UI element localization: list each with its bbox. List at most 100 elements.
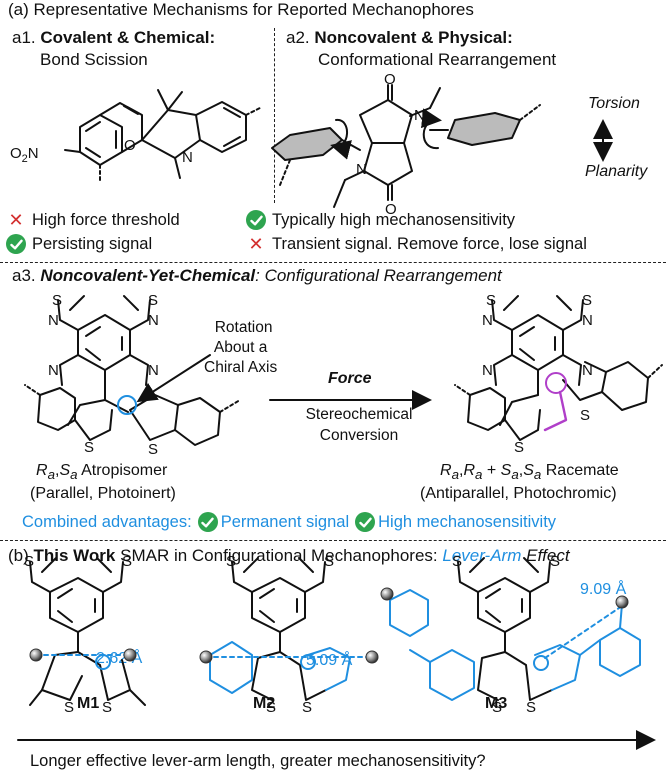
atom-s-m2-1: S (226, 553, 236, 570)
m2-left-ball (199, 650, 213, 664)
rac-s2-sub: a (533, 467, 542, 483)
atom-s-a3r-3: S (514, 439, 524, 456)
a2-point-2: ✕ Transient signal. Remove force, lose s… (246, 233, 586, 254)
a1-point-1: ✕ High force threshold (6, 209, 179, 230)
cross-icon: ✕ (248, 233, 264, 254)
rotation-line-1: Rotation (214, 319, 273, 336)
conversion-label: Stereochemical Conversion (296, 404, 422, 446)
atom-s-m2-3: S (266, 699, 276, 716)
dpp-structure (271, 84, 613, 208)
combined-label: Combined advantages: (22, 512, 192, 531)
a2-point-1-text: Typically high mechanosensitivity (272, 210, 516, 229)
isomer-tail: Atropisomer (77, 462, 168, 479)
check-icon (6, 234, 26, 254)
atom-n-a3r-1: N (482, 312, 493, 329)
panel-b-tail: Effect (521, 546, 570, 565)
m3-lever-arms (389, 589, 641, 701)
molecule-label-m1: M1 (77, 695, 100, 712)
rac-s1: S (500, 462, 512, 479)
a1-heading: a1. Covalent & Chemical: (12, 28, 215, 48)
a3-divider (0, 262, 666, 263)
force-label: Force (328, 370, 372, 387)
isomer-sep: , (54, 462, 60, 479)
a2-prefix: a2. (286, 28, 310, 47)
atom-n-a3r-2: N (582, 312, 593, 329)
cross-icon: ✕ (8, 209, 24, 230)
combined-advantages: Combined advantages: Permanent signal Hi… (22, 512, 556, 532)
atom-s-m3-2: S (550, 553, 560, 570)
rac-r1-sub: a (451, 467, 459, 483)
bottom-caption: Longer effective lever-arm length, great… (30, 752, 486, 770)
right-racemate-desc: (Antiparallel, Photochromic) (420, 485, 617, 502)
atom-s-a3r-2: S (582, 292, 592, 309)
atom-s-m3-4: S (526, 699, 536, 716)
m1-axis-highlight (95, 654, 111, 670)
atom-o-a1: O (124, 137, 136, 154)
racemate-methyl (543, 390, 568, 432)
rac-tail: Racemate (541, 462, 619, 479)
atom-s-m3-1: S (452, 553, 462, 570)
atom-n-a3l-2: N (148, 312, 159, 329)
a3-title: Noncovalent-Yet-Chemical (40, 266, 256, 285)
atom-n-a2-2: N (356, 161, 367, 178)
atom-s-a3l-2: S (148, 292, 158, 309)
m1-left-ball (29, 648, 43, 662)
m3-axis-highlight (533, 655, 549, 671)
atom-s-m3-3: S (492, 699, 502, 716)
a2-point-1: Typically high mechanosensitivity (246, 210, 515, 230)
rac-r1: R (440, 462, 452, 479)
panel-b-title: (b) This Work SMAR in Configurational Me… (8, 546, 570, 566)
a1-title: Covalent & Chemical: (40, 28, 216, 47)
atom-n-a1: N (182, 149, 193, 166)
rac-s2: S (523, 462, 534, 479)
panel-b-divider (0, 540, 666, 541)
atom-s-m1-2: S (122, 553, 132, 570)
atom-o-a2-top: O (384, 71, 396, 88)
a2-subtitle: Conformational Rearrangement (318, 50, 557, 69)
m1-right-ball (123, 648, 137, 662)
rac-r2-sub: a (475, 467, 483, 483)
m2-right-ball (365, 650, 379, 664)
atom-o2n-a1: O2N (10, 145, 39, 165)
rotation-line-3: Chiral Axis (204, 359, 278, 376)
chiral-axis-highlight (117, 395, 137, 415)
isomer-s: S (59, 462, 71, 479)
torsion-label: Torsion (588, 95, 640, 112)
right-racemate-name: Ra,Ra + Sa,Sa Racemate (440, 462, 619, 483)
atom-o-a2-bottom: O (385, 201, 397, 218)
atom-s-m1-4: S (102, 699, 112, 716)
conversion-line-2: Conversion (319, 427, 399, 444)
left-isomer-desc: (Parallel, Photoinert) (30, 485, 176, 502)
atom-s-m1-3: S (64, 699, 74, 716)
distance-m3: 9.09 Å (580, 581, 627, 598)
m3-left-ball (380, 587, 394, 601)
isomer-r-sub: a (47, 467, 55, 483)
a1-prefix: a1. (12, 28, 36, 47)
isomer-r: R (36, 462, 48, 479)
molecule-label-m3: M3 (485, 695, 508, 712)
rotation-line-2: About a (213, 339, 268, 356)
a1-point-2-text: Persisting signal (32, 234, 153, 253)
atom-n-a3l-3: N (48, 362, 59, 379)
conversion-line-1: Stereochemical (305, 406, 413, 423)
m3-distance-line (544, 605, 623, 659)
m2-structure (231, 557, 327, 701)
left-isomer-name: Ra,Sa Atropisomer (36, 462, 167, 482)
atom-s-a3l-1: S (52, 292, 62, 309)
atom-s-a3l-4: S (148, 441, 158, 458)
a1-a2-divider (274, 28, 275, 203)
atom-s-a3r-1: S (486, 292, 496, 309)
combined-adv-1: Permanent signal (220, 512, 350, 531)
combined-adv-2: High mechanosensitivity (378, 512, 557, 531)
atom-n-a3r-4: N (582, 362, 593, 379)
a3-subtitle: : Configurational Rearrangement (255, 266, 502, 285)
spiropyran-structure (64, 89, 263, 181)
rac-plus: + (482, 462, 501, 479)
atom-s-a3l-3: S (84, 439, 94, 456)
a2-title: Noncovalent & Physical: (314, 28, 513, 47)
m2-axis-highlight (300, 654, 316, 670)
m1-structure (29, 557, 146, 706)
panel-b-prefix: (b) (8, 546, 29, 565)
rac-s1-sub: a (511, 467, 519, 483)
rac-r2: R (463, 462, 475, 479)
